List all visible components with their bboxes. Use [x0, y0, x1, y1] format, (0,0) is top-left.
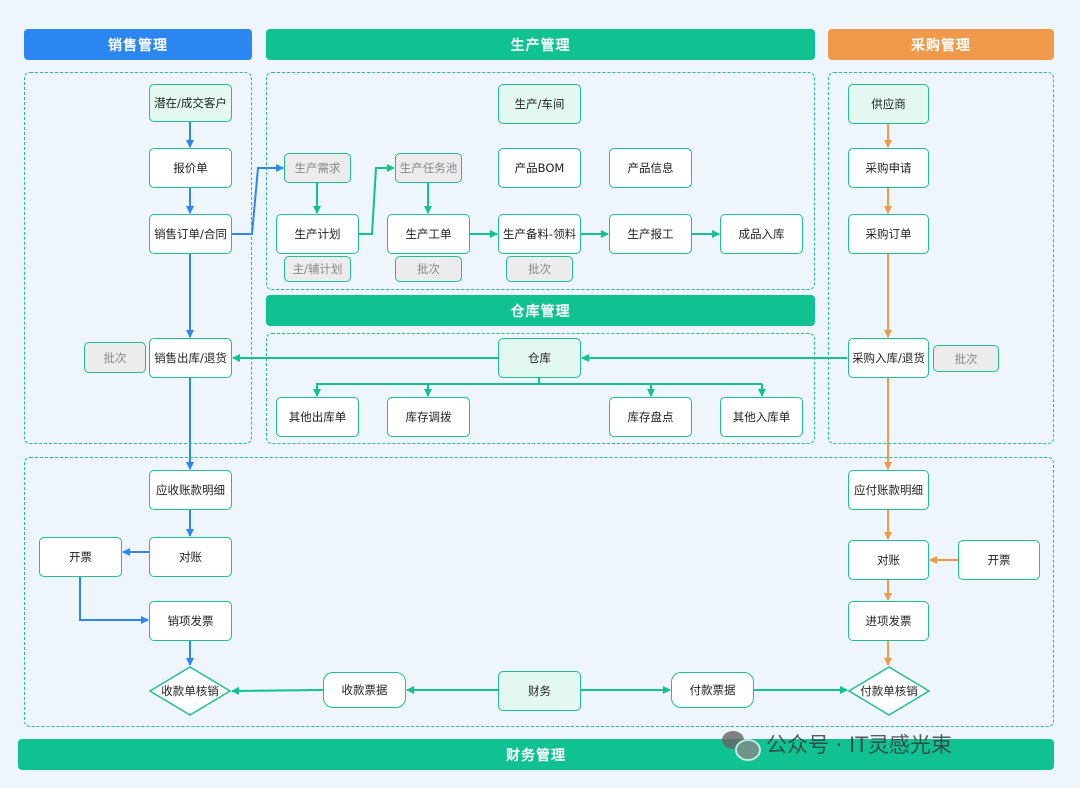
node-plan[interactable]: 生产计划: [276, 214, 359, 254]
node-po[interactable]: 采购订单: [848, 214, 929, 254]
payment-verify-label: 付款单核销: [860, 684, 918, 698]
node-bom[interactable]: 产品BOM: [498, 148, 581, 188]
node-receipt-bill[interactable]: 收款票据: [323, 672, 406, 708]
edge-plan-pool: [359, 164, 395, 235]
production-header: 生产管理: [266, 29, 815, 60]
node-output-invoice[interactable]: 销项发票: [149, 601, 232, 641]
sales-zone: [24, 72, 252, 444]
watermark-text: 公众号 · IT灵感光束: [766, 733, 953, 757]
node-finance[interactable]: 财务: [498, 671, 581, 711]
diamond-shape: [848, 666, 930, 716]
node-work-order[interactable]: 生产工单: [387, 214, 470, 254]
node-other-in[interactable]: 其他入库单: [720, 397, 803, 437]
warehouse-zone: [266, 333, 815, 444]
node-ap-reconcile[interactable]: 对账: [848, 540, 929, 580]
node-ap-invoice-issue[interactable]: 开票: [958, 540, 1040, 580]
node-customer[interactable]: 潜在/成交客户: [149, 84, 232, 122]
diamond-shape: [149, 666, 231, 716]
node-wo-batch[interactable]: 批次: [395, 256, 462, 282]
node-sales-batch[interactable]: 批次: [84, 342, 146, 373]
node-mat-batch[interactable]: 批次: [506, 256, 573, 282]
edge-receipt-verify: [231, 686, 324, 695]
node-ar-detail[interactable]: 应收账款明细: [149, 470, 232, 510]
node-report[interactable]: 生产报工: [609, 214, 692, 254]
node-pr[interactable]: 采购申请: [848, 148, 929, 188]
node-purchase-batch[interactable]: 批次: [933, 345, 999, 372]
node-product-info[interactable]: 产品信息: [609, 148, 692, 188]
node-task-pool[interactable]: 生产任务池: [395, 153, 462, 183]
node-purchase-inbound[interactable]: 采购入库/退货: [848, 338, 929, 378]
node-input-invoice[interactable]: 进项发票: [848, 601, 929, 641]
node-fg-inbound[interactable]: 成品入库: [720, 214, 803, 254]
watermark: 公众号 · IT灵感光束: [722, 726, 952, 762]
node-ar-reconcile[interactable]: 对账: [149, 537, 232, 577]
node-workshop[interactable]: 生产/车间: [498, 84, 581, 124]
purchase-zone: [828, 72, 1054, 444]
sales-header: 销售管理: [24, 29, 252, 60]
edge-issue-output: [79, 577, 149, 624]
production-zone: [266, 72, 815, 290]
finance-header: 财务管理: [18, 739, 1054, 770]
edge-order-demand: [232, 164, 284, 235]
node-ap-detail[interactable]: 应付账款明细: [848, 470, 929, 510]
node-supplier[interactable]: 供应商: [848, 84, 929, 124]
node-material[interactable]: 生产备料-领料: [498, 214, 581, 254]
warehouse-header: 仓库管理: [266, 295, 815, 326]
node-payment-verify[interactable]: 付款单核销: [848, 666, 930, 716]
node-quote[interactable]: 报价单: [149, 148, 232, 188]
wechat-icon: [722, 729, 761, 761]
node-other-out[interactable]: 其他出库单: [276, 397, 359, 437]
node-demand[interactable]: 生产需求: [284, 153, 351, 183]
finance-zone: [24, 457, 1054, 727]
node-warehouse[interactable]: 仓库: [498, 338, 581, 378]
node-receipt-verify[interactable]: 收款单核销: [149, 666, 231, 716]
node-stocktake[interactable]: 库存盘点: [609, 397, 692, 437]
node-transfer[interactable]: 库存调拨: [387, 397, 470, 437]
node-sales-outbound[interactable]: 销售出库/退货: [149, 338, 232, 378]
node-ar-invoice-issue[interactable]: 开票: [39, 537, 122, 577]
node-plan-sub[interactable]: 主/辅计划: [284, 256, 351, 282]
node-sales-order[interactable]: 销售订单/合同: [149, 214, 232, 254]
node-payment-bill[interactable]: 付款票据: [671, 672, 754, 708]
receipt-verify-label: 收款单核销: [161, 684, 219, 698]
purchase-header: 采购管理: [828, 29, 1054, 60]
